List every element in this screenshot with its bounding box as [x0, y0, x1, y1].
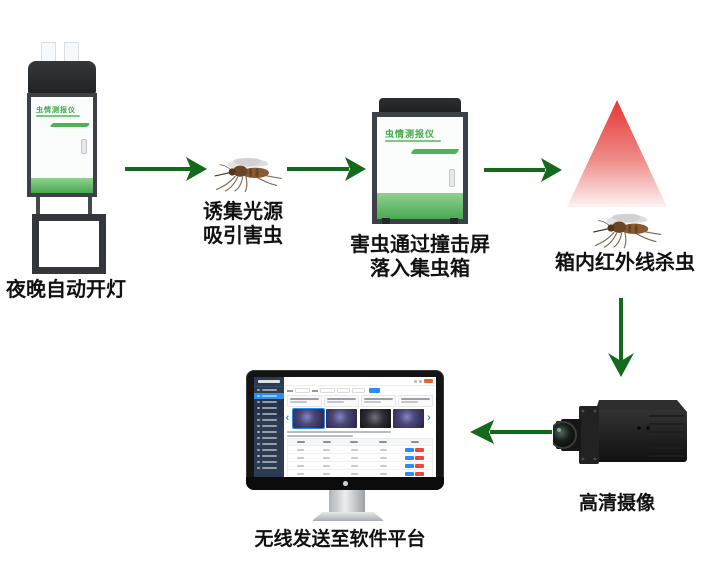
monitor-stand-neck — [329, 490, 365, 513]
topbar-icon — [414, 379, 417, 383]
monitor-chin — [246, 477, 444, 490]
date-input — [337, 388, 350, 393]
filter-select — [295, 388, 310, 393]
monitor-stand-base — [312, 512, 384, 521]
topbar-icon — [419, 379, 422, 383]
trap-cabinet: 虫情测报仪 — [27, 93, 97, 197]
table-header — [288, 439, 432, 445]
insect-photo-thumbnail — [393, 409, 424, 428]
summary-card — [287, 395, 322, 407]
sidebar-item — [254, 465, 284, 471]
arrow-down-icon — [608, 298, 634, 377]
trap-chimney — [64, 42, 80, 65]
user-badge — [424, 379, 433, 383]
view-button — [404, 455, 414, 460]
collector-front-panel: 虫情测报仪 — [377, 117, 463, 219]
green-band — [31, 178, 93, 193]
filter-bar — [284, 386, 436, 395]
impact-line1: 害虫通过撞击屏 — [350, 234, 490, 256]
view-button — [404, 471, 414, 476]
filter-label — [287, 389, 293, 392]
software-topbar — [284, 377, 436, 386]
hd-camera-icon — [553, 400, 687, 464]
chevron-right-icon: › — [427, 412, 431, 424]
table-row — [288, 469, 432, 477]
lure-line2: 吸引害虫 — [203, 225, 283, 247]
brand-logo-icon — [342, 481, 348, 486]
arrow-step2-icon — [287, 157, 366, 181]
impact-line2: 落入集虫箱 — [370, 258, 470, 280]
arrow-left-icon — [470, 420, 552, 444]
software-screen: ‹ › — [254, 377, 436, 477]
delete-button — [415, 471, 425, 476]
step-label-lure: 诱集光源 吸引害虫 — [183, 200, 303, 248]
summary-card — [324, 395, 359, 407]
stand-base-frame — [32, 214, 106, 274]
delete-button — [415, 455, 425, 460]
sidebar-item-active — [254, 393, 284, 399]
collector-cabinet: 虫情测报仪 — [372, 112, 468, 224]
stand-leg — [88, 197, 92, 217]
step-label-platform: 无线发送至软件平台 — [254, 529, 426, 550]
mosquito-icon — [593, 213, 662, 249]
step-label-camera: 高清摄像 — [578, 493, 655, 514]
device-brand-text: 虫情测报仪 — [385, 129, 436, 139]
step-label-infrared: 箱内红外线杀虫 — [555, 252, 695, 274]
search-button — [369, 388, 380, 393]
cabinet-foot — [450, 218, 458, 224]
view-button — [404, 447, 414, 452]
arrow-step1-icon — [125, 157, 207, 181]
cabinet-foot — [382, 218, 390, 224]
filter-select — [320, 388, 335, 393]
mosquito-icon — [214, 157, 282, 193]
sidebar-subitem — [254, 399, 284, 405]
view-button — [404, 463, 414, 468]
trap-device-night: 虫情测报仪 — [27, 42, 106, 274]
door-handle — [449, 169, 455, 187]
door-handle — [81, 139, 87, 154]
summary-card — [398, 395, 433, 407]
record-info-lines — [284, 430, 436, 437]
chevron-left-icon: ‹ — [285, 412, 290, 424]
insect-photo-thumbnail — [291, 408, 325, 429]
collector-top-cap — [379, 98, 461, 114]
device-brand-text: 虫情测报仪 — [36, 107, 76, 114]
insect-photo-thumbnail — [326, 409, 357, 428]
sidebar-subitem — [254, 405, 284, 411]
delete-button — [415, 447, 425, 452]
step-label-impact: 害虫通过撞击屏 落入集虫箱 — [340, 233, 500, 281]
trap-chimney — [41, 42, 57, 65]
trap-top-cap — [28, 61, 96, 95]
software-main-area: ‹ › — [284, 377, 436, 477]
table-row — [288, 461, 432, 469]
software-logo-bar — [254, 377, 284, 387]
green-band — [377, 193, 463, 219]
table-row — [288, 453, 432, 461]
date-input — [352, 388, 365, 393]
arrow-step3-icon — [484, 158, 562, 182]
photo-carousel: ‹ › — [284, 407, 436, 430]
table-row — [288, 445, 432, 453]
trap-device-collector: 虫情测报仪 — [372, 98, 468, 230]
software-sidebar — [254, 377, 284, 477]
lure-line1: 诱集光源 — [203, 201, 283, 223]
green-swoosh — [49, 123, 91, 127]
records-table — [287, 438, 433, 477]
device-subtitle-bar — [385, 140, 441, 142]
infrared-beam-icon — [567, 100, 667, 207]
summary-card — [361, 395, 396, 407]
delete-button — [415, 463, 425, 468]
trap-front-panel: 虫情测报仪 — [31, 97, 93, 193]
step-label-night-light: 夜晚自动开灯 — [6, 279, 126, 301]
stand-leg — [36, 197, 40, 217]
device-subtitle-bar — [36, 115, 80, 117]
green-swoosh — [410, 149, 460, 154]
filter-label — [312, 389, 318, 392]
sidebar-subitem — [254, 411, 284, 417]
insect-photo-thumbnail — [359, 409, 391, 428]
summary-cards — [284, 395, 436, 407]
